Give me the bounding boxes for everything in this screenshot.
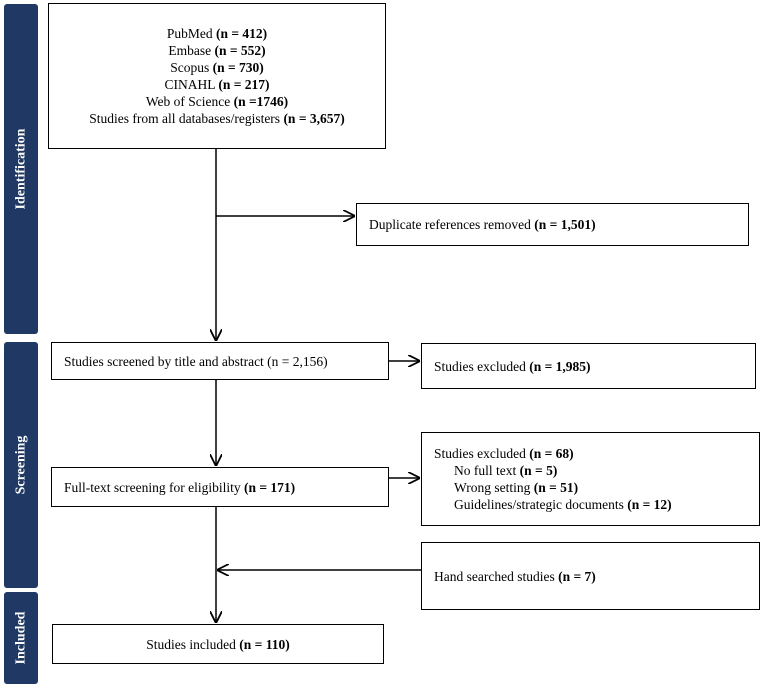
excluded-fulltext-box: Studies excluded (n = 68) No full text (… xyxy=(421,432,760,526)
source-line: Studies from all databases/registers (n … xyxy=(89,111,345,126)
source-line: CINAHL (n = 217) xyxy=(164,77,270,92)
screened-box: Studies screened by title and abstract (… xyxy=(51,342,389,380)
phase-screening: Screening xyxy=(4,342,38,588)
source-line: PubMed (n = 412) xyxy=(166,26,268,41)
source-line: Web of Science (n =1746) xyxy=(145,94,289,109)
fulltext-box: Full-text screening for eligibility (n =… xyxy=(51,467,389,507)
duplicates-box: Duplicate references removed (n = 1,501) xyxy=(356,203,749,246)
phase-included: Included xyxy=(4,592,38,684)
phase-identification: Identification xyxy=(4,4,38,334)
excluded-screen-box: Studies excluded (n = 1,985) xyxy=(421,343,756,389)
source-line: Scopus (n = 730) xyxy=(170,60,264,75)
source-line: Embase (n = 552) xyxy=(168,43,266,58)
hand-searched-box: Hand searched studies (n = 7) xyxy=(421,542,760,610)
included-box: Studies included (n = 110) xyxy=(52,624,384,664)
sources-box: PubMed (n = 412) Embase (n = 552) Scopus… xyxy=(48,3,386,149)
